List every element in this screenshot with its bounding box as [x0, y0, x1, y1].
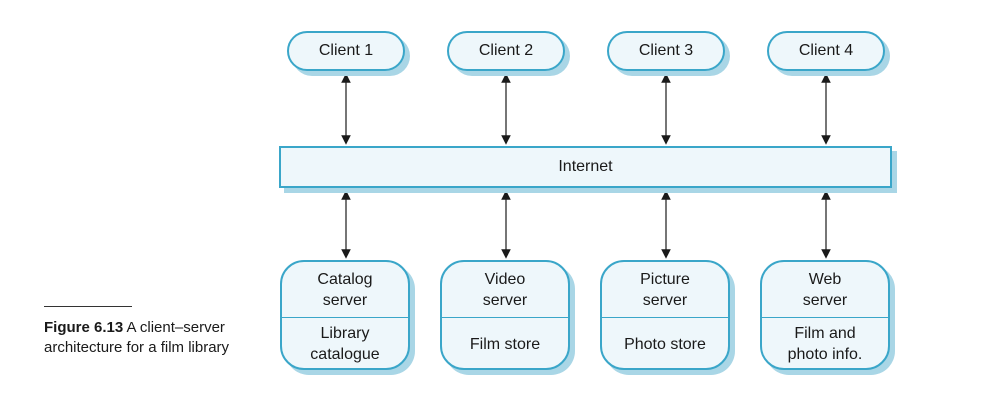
- figure-label: Figure 6.13: [44, 319, 124, 336]
- server-name: Web server: [762, 262, 888, 318]
- internet-node: Internet: [279, 146, 892, 188]
- picture-server-node: Picture server Photo store: [600, 260, 730, 370]
- figure-caption: Figure 6.13 A client–server architecture…: [44, 318, 234, 358]
- client-4-node: Client 4: [767, 31, 885, 71]
- server-store: Photo store: [624, 335, 706, 353]
- server-name: Picture server: [602, 262, 728, 318]
- video-server-node: Video server Film store: [440, 260, 570, 370]
- web-server-node: Web server Film and photo info.: [760, 260, 890, 370]
- server-name: Video server: [442, 262, 568, 318]
- client-1-node: Client 1: [287, 31, 405, 71]
- server-store: Film store: [469, 335, 541, 353]
- server-name: Catalog server: [282, 262, 408, 318]
- client-3-node: Client 3: [607, 31, 725, 71]
- catalog-server-node: Catalog server Library catalogue: [280, 260, 410, 370]
- client-2-node: Client 2: [447, 31, 565, 71]
- server-store: Library catalogue: [310, 325, 380, 363]
- caption-rule: [44, 306, 132, 307]
- figure-caption-text: A client–server architecture for a film …: [44, 319, 230, 356]
- server-store: Film and photo info.: [787, 325, 863, 363]
